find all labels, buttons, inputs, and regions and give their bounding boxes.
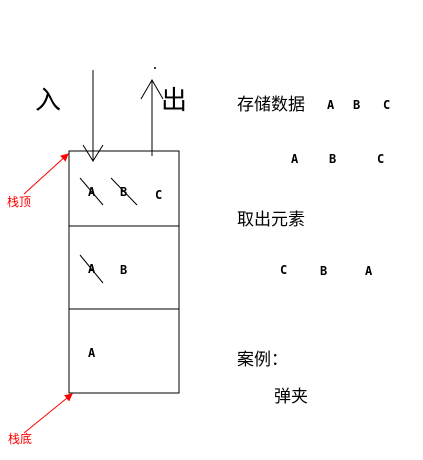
strike-mark — [79, 254, 104, 284]
stack-bottom-label: 栈底 — [8, 432, 33, 446]
stack-top-label: 栈顶 — [7, 195, 32, 209]
push-arrow-head — [82, 144, 104, 162]
take-title: 取出元素 — [237, 210, 305, 230]
stack-bottom-pointer — [23, 393, 73, 434]
pop-arrow-dot — [154, 67, 156, 69]
pop-label: 出 — [161, 86, 188, 116]
stack-box — [68, 150, 180, 394]
store-seq-item: B — [329, 152, 337, 166]
stack-item: B — [120, 185, 128, 199]
store-seq-item: A — [327, 98, 335, 112]
take-seq-item: B — [320, 264, 328, 278]
store-seq-item: C — [383, 98, 391, 112]
strike-mark — [110, 177, 138, 206]
push-label: 入 — [35, 86, 62, 116]
store-seq-item: B — [353, 98, 361, 112]
store-seq-item: C — [377, 152, 385, 166]
strike-mark — [79, 177, 104, 206]
store-title: 存储数据 — [237, 95, 305, 115]
stack-item: A — [88, 185, 96, 199]
take-seq-item: A — [365, 264, 373, 278]
stack-item: A — [88, 262, 96, 276]
store-seq-item: A — [291, 152, 299, 166]
stack-top-pointer — [23, 153, 69, 195]
take-seq-item: C — [280, 263, 288, 277]
stack-item: A — [88, 346, 96, 360]
example-value: 弹夹 — [274, 387, 308, 407]
example-title: 案例： — [237, 350, 288, 370]
stack-item: C — [155, 188, 163, 202]
pop-arrow-head — [140, 79, 164, 100]
stack-item: B — [120, 263, 128, 277]
